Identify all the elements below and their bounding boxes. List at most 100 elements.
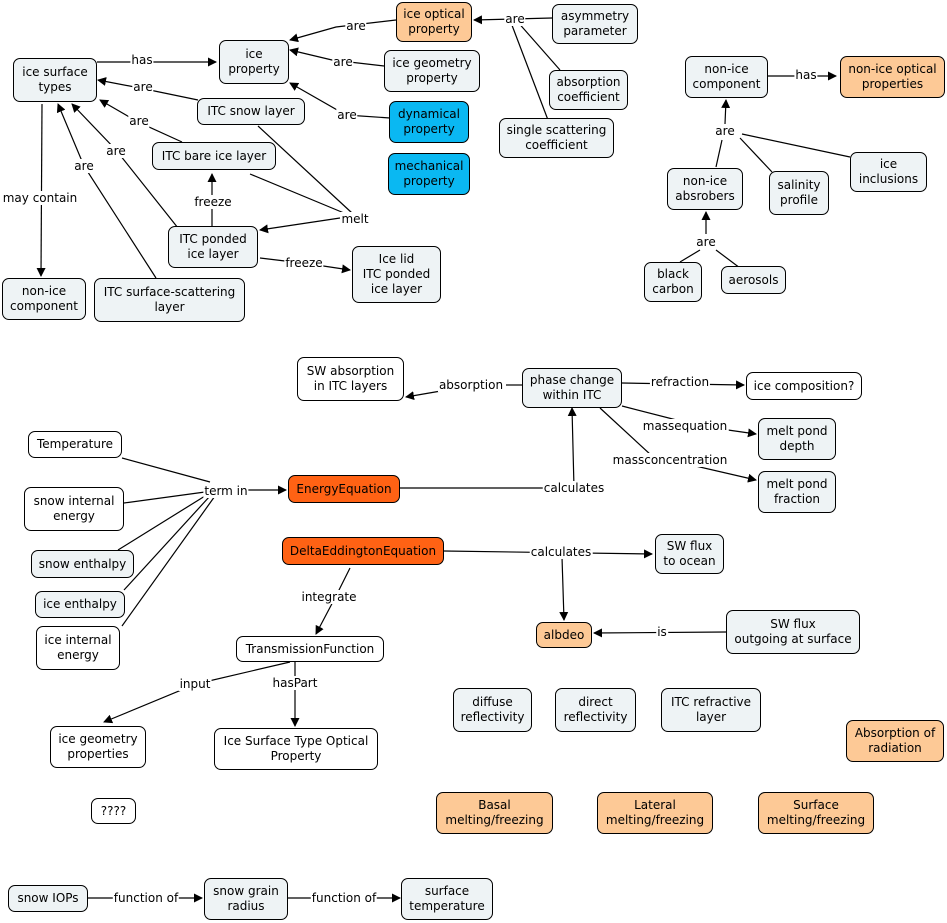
node-snow-grain-radius[interactable]: snow grain radius (204, 878, 288, 920)
node-absorption-of-radiation[interactable]: Absorption of radiation (846, 720, 944, 762)
node-aerosols[interactable]: aerosols (721, 266, 786, 294)
label-is: is (656, 625, 668, 639)
edge-input (103, 661, 291, 724)
edge-are-salinity (739, 137, 773, 173)
label-are: are (73, 159, 95, 173)
label-may-contain: may contain (1, 191, 79, 205)
node-salinity-profile[interactable]: salinity profile (769, 171, 829, 215)
label-input: input (178, 677, 212, 691)
node-ice-optical-property[interactable]: ice optical property (396, 2, 472, 42)
node-delta-eddington-equation[interactable]: DeltaEddingtonEquation (282, 537, 444, 565)
node-itc-ponded-ice-layer[interactable]: ITC ponded ice layer (168, 226, 258, 268)
edge-aerosols (715, 249, 741, 269)
label-are: are (504, 12, 526, 26)
node-non-ice-optical-properties[interactable]: non-ice optical properties (840, 56, 945, 98)
label-are: are (336, 108, 358, 122)
label-freeze: freeze (284, 256, 324, 270)
node-ice-composition[interactable]: ice composition? (746, 372, 862, 400)
label-has: has (130, 53, 154, 67)
label-has: has (794, 68, 818, 82)
node-itc-snow-layer[interactable]: ITC snow layer (197, 98, 305, 125)
edge-melt-ponded (259, 217, 341, 234)
node-phase-change[interactable]: phase change within ITC (522, 368, 622, 408)
node-transmission-function[interactable]: TransmissionFunction (236, 636, 384, 662)
edge-term-ice-ie (121, 495, 216, 627)
node-ice-geometry-property[interactable]: ice geometry property (384, 50, 480, 92)
node-snow-enthalpy[interactable]: snow enthalpy (31, 550, 134, 578)
label-are: are (105, 144, 127, 158)
node-non-ice-absrobers[interactable]: non-ice absrobers (667, 168, 743, 210)
node-non-ice-component-right[interactable]: non-ice component (685, 56, 768, 98)
label-term-in: term in (203, 484, 249, 498)
label-freeze: freeze (193, 195, 233, 209)
node-surface-temperature[interactable]: surface temperature (401, 878, 493, 920)
edge-are-geometry (289, 47, 385, 67)
edge-are-optical (289, 19, 397, 43)
edge-are-absrobers (715, 139, 723, 168)
node-basal-melting[interactable]: Basal melting/freezing (436, 792, 553, 834)
node-energy-equation[interactable]: EnergyEquation (288, 475, 400, 503)
node-lateral-melting[interactable]: Lateral melting/freezing (597, 792, 713, 834)
node-ice-enthalpy[interactable]: ice enthalpy (35, 591, 125, 618)
node-ice-geometry-properties[interactable]: ice geometry properties (50, 726, 146, 768)
node-snow-internal-energy[interactable]: snow internal energy (24, 487, 124, 531)
node-dynamical-property[interactable]: dynamical property (389, 101, 469, 143)
label-melt: melt (340, 212, 370, 226)
edge-term-snow-ie (123, 491, 206, 504)
node-ice-inclusions[interactable]: ice inclusions (850, 152, 927, 192)
node-ice-internal-energy[interactable]: ice internal energy (36, 626, 120, 670)
node-black-carbon[interactable]: black carbon (644, 262, 702, 302)
node-ice-lid[interactable]: Ice lid ITC ponded ice layer (352, 246, 441, 303)
label-function-of: function of (310, 891, 378, 905)
node-question-marks[interactable]: ???? (91, 798, 136, 824)
node-diffuse-reflectivity[interactable]: diffuse reflectivity (453, 688, 532, 732)
node-itc-refractive-layer[interactable]: ITC refractive layer (661, 688, 761, 732)
node-asymmetry-parameter[interactable]: asymmetry parameter (552, 4, 638, 44)
label-are: are (345, 19, 367, 33)
edge-melt-snow (257, 125, 353, 214)
node-ice-surface-type-optical-property[interactable]: Ice Surface Type Optical Property (214, 728, 378, 770)
label-are: are (128, 114, 150, 128)
label-are: are (714, 124, 736, 138)
node-itc-surface-scattering-layer[interactable]: ITC surface-scattering layer (94, 278, 245, 322)
node-ice-property[interactable]: ice property (219, 40, 289, 84)
edge-may-contain (36, 103, 46, 277)
edge-calculates-albdeo (559, 556, 569, 621)
label-massequation: massequation (641, 419, 729, 433)
node-surface-melting[interactable]: Surface melting/freezing (758, 792, 874, 834)
node-non-ice-component-left[interactable]: non-ice component (2, 278, 86, 320)
label-are: are (132, 80, 154, 94)
label-function-of: function of (112, 891, 180, 905)
node-mechanical-property[interactable]: mechanical property (388, 153, 470, 195)
node-itc-bare-ice-layer[interactable]: ITC bare ice layer (152, 142, 276, 170)
edge-term-ice-enth (123, 495, 211, 591)
edge-single-scattering (509, 19, 549, 121)
node-albdeo[interactable]: albdeo (536, 622, 592, 648)
edge-term-temp (121, 457, 211, 483)
node-single-scattering-coefficient[interactable]: single scattering coefficient (499, 118, 614, 158)
node-direct-reflectivity[interactable]: direct reflectivity (555, 688, 636, 732)
edge-absorption-coef (515, 19, 561, 71)
edge-calculates-energy (400, 407, 577, 489)
node-melt-pond-fraction[interactable]: melt pond fraction (758, 471, 836, 513)
edge-term-snow-enth (117, 495, 206, 551)
node-absorption-coefficient[interactable]: absorption coefficient (549, 70, 628, 110)
label-calculates: calculates (542, 481, 606, 495)
node-ice-surface-types[interactable]: ice surface types (13, 58, 97, 102)
label-are: are (332, 55, 354, 69)
label-integrate: integrate (300, 590, 358, 604)
node-snow-iops[interactable]: snow IOPs (8, 885, 88, 912)
node-sw-flux-to-ocean[interactable]: SW flux to ocean (655, 534, 724, 574)
label-calculates: calculates (529, 545, 593, 559)
edge-melt-bare (249, 173, 345, 214)
label-haspart: hasPart (271, 676, 319, 690)
edge-are-inclusions (741, 133, 851, 158)
node-melt-pond-depth[interactable]: melt pond depth (758, 418, 836, 460)
node-sw-flux-outgoing[interactable]: SW flux outgoing at surface (726, 610, 860, 654)
label-absorption: absorption (437, 378, 505, 392)
node-sw-absorption[interactable]: SW absorption in ITC layers (297, 357, 404, 401)
node-temperature[interactable]: Temperature (28, 431, 122, 458)
label-refraction: refraction (649, 375, 711, 389)
